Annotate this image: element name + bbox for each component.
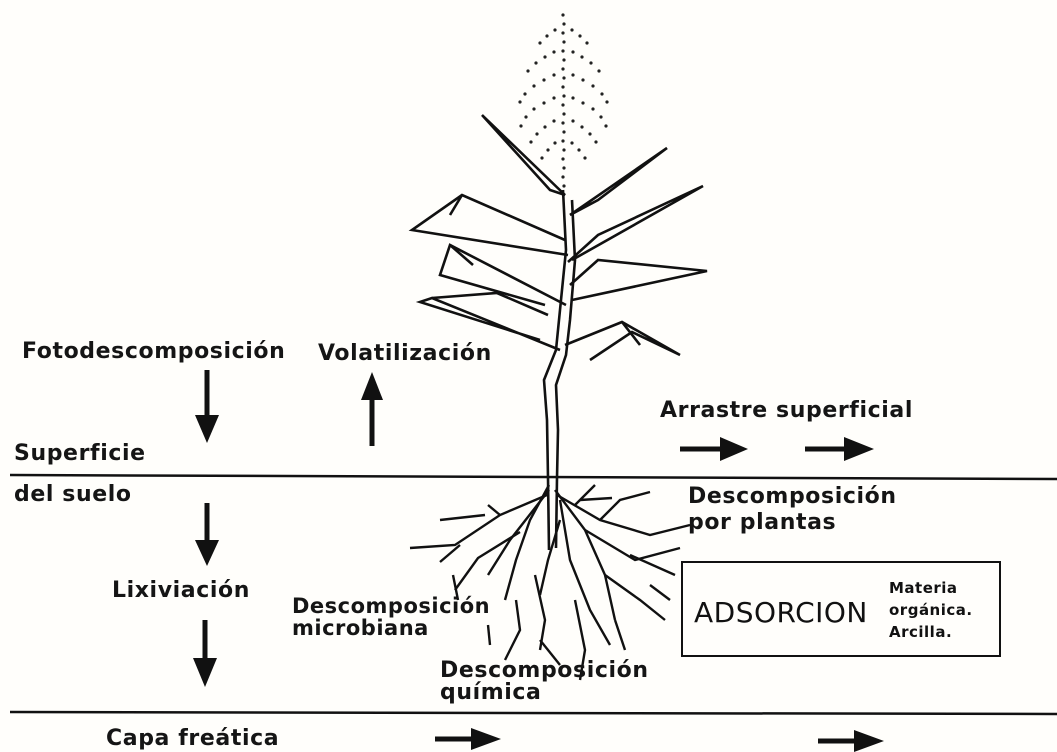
water-table-line (10, 712, 1057, 714)
label-descomposicion-plantas-2: por plantas (688, 512, 836, 534)
plant-stem-and-leaves (412, 115, 707, 550)
label-lixiviacion: Lixiviación (112, 580, 250, 602)
label-del-suelo: del suelo (14, 484, 132, 506)
label-descomposicion-quimica-2: química (440, 682, 542, 704)
adsorcion-item-arcilla: Arcilla. (889, 623, 952, 641)
adsorcion-title: ADSORCION (694, 596, 868, 629)
label-descomposicion-microbiana-1: Descomposición (292, 596, 490, 617)
label-volatilizacion: Volatilización (318, 343, 492, 365)
adsorcion-box: ADSORCION Materia orgánica. Arcilla. (681, 561, 1001, 657)
label-capa-freatica: Capa freática (106, 728, 279, 750)
label-descomposicion-quimica-1: Descomposición (440, 660, 649, 682)
adsorcion-item-organica: orgánica. (889, 601, 973, 619)
label-descomposicion-plantas-1: Descomposición (688, 486, 897, 508)
soil-surface-line (10, 475, 1057, 479)
label-arrastre-superficial: Arrastre superficial (660, 400, 913, 422)
label-fotodescomposicion: Fotodescomposición (22, 341, 285, 363)
label-superficie: Superficie (14, 443, 146, 465)
adsorcion-item-materia: Materia (889, 579, 958, 597)
label-descomposicion-microbiana-2: microbiana (292, 618, 429, 639)
plant-roots (410, 485, 690, 680)
